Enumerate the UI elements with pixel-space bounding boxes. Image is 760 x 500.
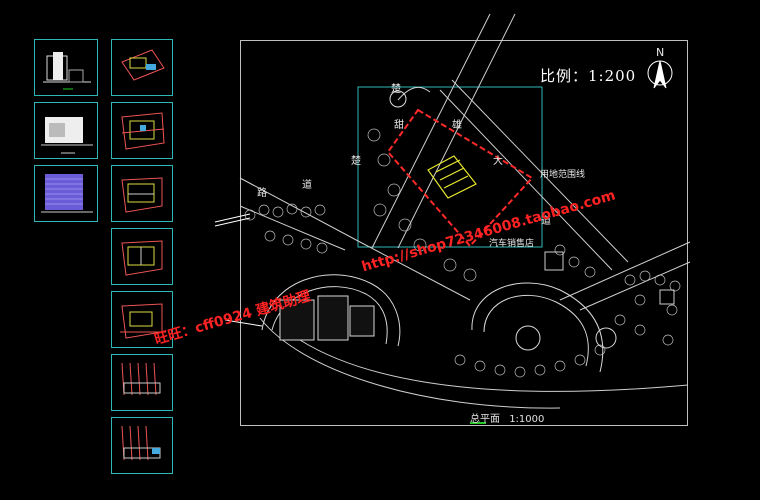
street-label-5: 道 <box>541 216 551 227</box>
main-building-complex <box>261 274 401 347</box>
thumbnail-floor-plan-1[interactable] <box>111 39 173 96</box>
thumbnail-elevation-2[interactable] <box>34 102 98 159</box>
plan-title-text: 总平面 <box>470 414 500 425</box>
street-label-3: 雄 <box>452 120 462 131</box>
landscape-trees <box>244 128 681 378</box>
floor-plan-sketch-3 <box>121 177 163 213</box>
thumbnail-section-2[interactable] <box>111 417 173 474</box>
plan-scale-text: 1:1000 <box>509 414 545 425</box>
thumbnail-elevation-1[interactable] <box>34 39 98 96</box>
street-label-1: 楚 <box>391 84 401 95</box>
thumbnail-floor-plan-2[interactable] <box>111 102 173 159</box>
leader-lines <box>214 213 263 327</box>
thumbnail-elevation-3[interactable] <box>34 165 98 222</box>
crescent-building <box>471 282 617 373</box>
street-label-6: 楚 <box>351 156 361 167</box>
street-label-4: 大 <box>493 156 503 167</box>
thumbnail-section-1[interactable] <box>111 354 173 411</box>
proposed-building-footprint <box>427 155 477 199</box>
thumbnail-floor-plan-3[interactable] <box>111 165 173 222</box>
section-sketch-2 <box>121 425 161 461</box>
plan-title: 总平面 1:1000 <box>470 410 544 425</box>
thumbnail-floor-plan-5[interactable] <box>111 291 173 348</box>
street-label-7: 道 <box>302 180 312 191</box>
section-sketch-1 <box>121 362 161 396</box>
north-label: N <box>656 46 665 59</box>
viewport-rectangle <box>357 86 543 248</box>
site-plan-frame <box>240 40 688 426</box>
street-label-2: 甜 <box>394 120 404 131</box>
floor-plan-sketch-5 <box>120 303 166 339</box>
elevation-sketch-3 <box>41 174 93 213</box>
shop-label: 汽车销售店 <box>489 239 535 249</box>
pavilion <box>544 251 675 305</box>
elevation-sketch-2 <box>41 117 93 154</box>
roundabout <box>389 90 407 108</box>
scale-label: 比例：1:200 <box>540 67 637 85</box>
site-boundary-label: 用地范围线 <box>540 170 586 180</box>
north-arrow-icon <box>647 60 673 89</box>
floor-plan-sketch-4 <box>121 240 163 276</box>
elevation-sketch-1 <box>43 52 91 90</box>
thumbnail-floor-plan-4[interactable] <box>111 228 173 285</box>
street-label-8: 路 <box>257 188 267 199</box>
floor-plan-sketch-1 <box>121 49 165 81</box>
floor-plan-sketch-2 <box>121 112 165 150</box>
